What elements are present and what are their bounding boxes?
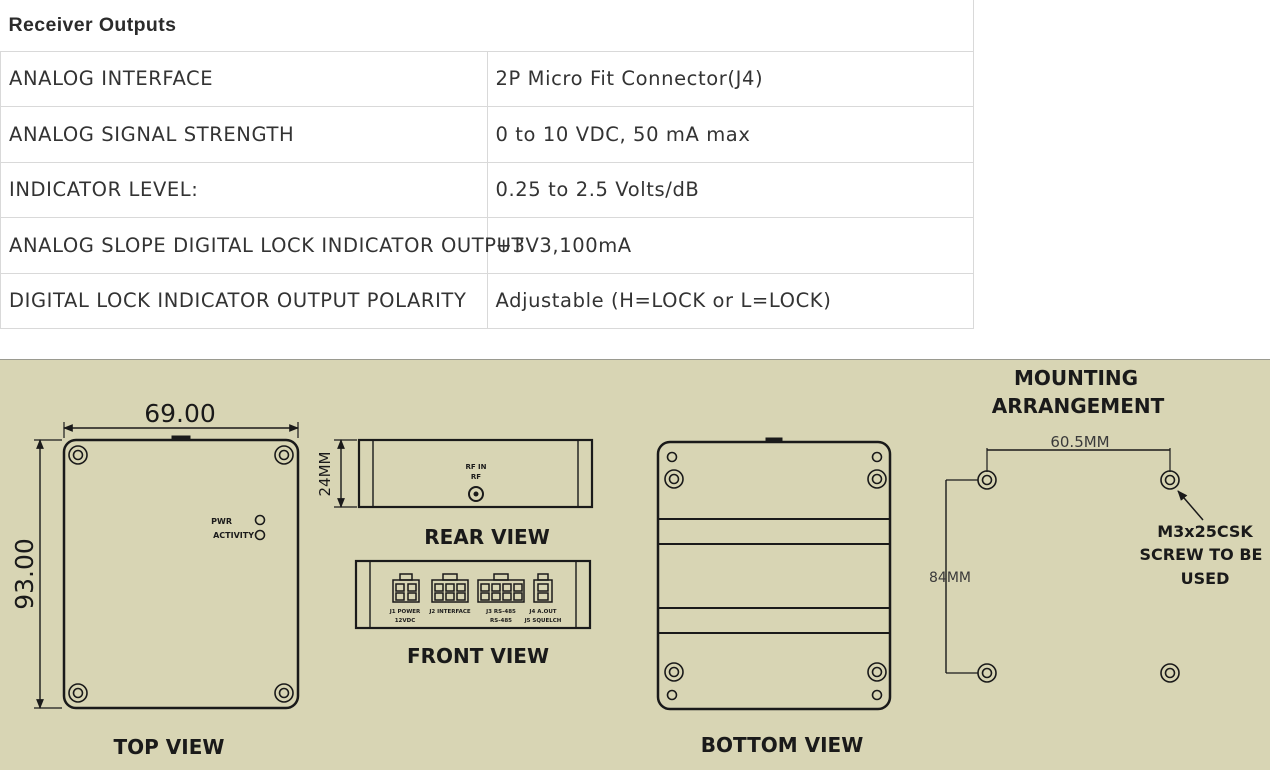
led-pwr-label: PWR bbox=[211, 517, 232, 526]
screw-note-line-3: USED bbox=[1181, 569, 1230, 588]
rear-view bbox=[334, 438, 594, 509]
table-row: ANALOG SLOPE DIGITAL LOCK INDICATOR OUTP… bbox=[0, 217, 974, 274]
front-connector-sublabel: J5 SQUELCH bbox=[524, 618, 562, 624]
screw-leader-line bbox=[1177, 490, 1204, 521]
top-view-width-dim: 69.00 bbox=[144, 399, 216, 428]
front-connector-sublabel: RS-485 bbox=[490, 618, 512, 624]
row-value: 0.25 to 2.5 Volts/dB bbox=[486, 161, 974, 218]
screw-note-line-2: SCREW TO BE bbox=[1140, 545, 1263, 564]
bottom-view-label: BOTTOM VIEW bbox=[701, 733, 864, 757]
row-label: ANALOG SIGNAL STRENGTH bbox=[0, 106, 488, 163]
front-view-label: FRONT VIEW bbox=[407, 644, 549, 668]
front-view-body bbox=[354, 559, 592, 630]
mounting-title-line-2: ARRANGEMENT bbox=[992, 394, 1165, 418]
mounting-arrangement bbox=[945, 448, 1204, 683]
mechanical-drawing: 69.00 93.00 PWR ACTIVITY TOP VIEW RF IN … bbox=[0, 359, 1270, 770]
front-connector-label: J2 INTERFACE bbox=[428, 609, 471, 615]
mount-hole-icon bbox=[664, 451, 887, 701]
rear-connector-text-1: RF IN bbox=[465, 463, 486, 471]
front-connector-sublabel: 12VDC bbox=[395, 618, 416, 624]
row-label: ANALOG INTERFACE bbox=[0, 50, 488, 107]
row-label: INDICATOR LEVEL: bbox=[0, 161, 488, 218]
mounting-width-dim: 60.5MM bbox=[1050, 433, 1109, 451]
rear-view-body bbox=[357, 438, 594, 509]
led-activity-icon bbox=[254, 529, 266, 541]
mounting-height-dim: 84MM bbox=[929, 570, 971, 586]
rear-view-label: REAR VIEW bbox=[424, 525, 550, 549]
row-value: +3V3,100mA bbox=[486, 217, 974, 274]
front-connector-label: J1 POWER bbox=[389, 609, 421, 615]
table-header-row: Receiver Outputs bbox=[0, 0, 974, 52]
rf-connector-icon bbox=[468, 486, 484, 502]
row-value: Adjustable (H=LOCK or L=LOCK) bbox=[486, 272, 974, 329]
row-value: 0 to 10 VDC, 50 mA max bbox=[486, 106, 974, 163]
top-view-label: TOP VIEW bbox=[114, 735, 225, 759]
row-value: 2P Micro Fit Connector(J4) bbox=[486, 50, 974, 107]
top-view bbox=[34, 422, 300, 710]
rear-connector-text-2: RF bbox=[471, 473, 481, 481]
row-label: ANALOG SLOPE DIGITAL LOCK INDICATOR OUTP… bbox=[0, 217, 523, 274]
front-connector-label: J4 A.OUT bbox=[528, 609, 556, 615]
connector-j1-icon bbox=[392, 573, 420, 603]
table-row: DIGITAL LOCK INDICATOR OUTPUT POLARITY A… bbox=[0, 272, 974, 329]
row-label: DIGITAL LOCK INDICATOR OUTPUT POLARITY bbox=[0, 272, 488, 329]
led-activity-label: ACTIVITY bbox=[213, 531, 254, 540]
table-row: ANALOG SIGNAL STRENGTH 0 to 10 VDC, 50 m… bbox=[0, 106, 974, 163]
rear-view-height-dim: 24MM bbox=[316, 452, 334, 497]
mounting-title-line-1: MOUNTING bbox=[1014, 366, 1138, 390]
receiver-outputs-table: Receiver Outputs ANALOG INTERFACE 2P Mic… bbox=[0, 0, 974, 329]
top-view-height-dim: 93.00 bbox=[10, 538, 39, 610]
front-view bbox=[354, 559, 592, 630]
screw-note-line-1: M3x25CSK bbox=[1157, 522, 1253, 541]
table-row: ANALOG INTERFACE 2P Micro Fit Connector(… bbox=[0, 50, 974, 107]
table-row: INDICATOR LEVEL: 0.25 to 2.5 Volts/dB bbox=[0, 161, 974, 218]
connector-j3-icon bbox=[477, 573, 525, 603]
connector-j4-icon bbox=[533, 573, 553, 603]
led-pwr-icon bbox=[254, 514, 266, 526]
front-connector-label: J3 RS-485 bbox=[485, 609, 516, 615]
top-view-notch bbox=[171, 435, 191, 441]
mount-hole-icon bbox=[68, 445, 294, 703]
connector-j2-icon bbox=[431, 573, 469, 603]
table-title: Receiver Outputs bbox=[0, 0, 974, 52]
bottom-view bbox=[656, 437, 892, 711]
mount-hole-icon bbox=[977, 470, 1180, 683]
drawing-svg: 69.00 93.00 PWR ACTIVITY TOP VIEW RF IN … bbox=[0, 360, 1270, 770]
